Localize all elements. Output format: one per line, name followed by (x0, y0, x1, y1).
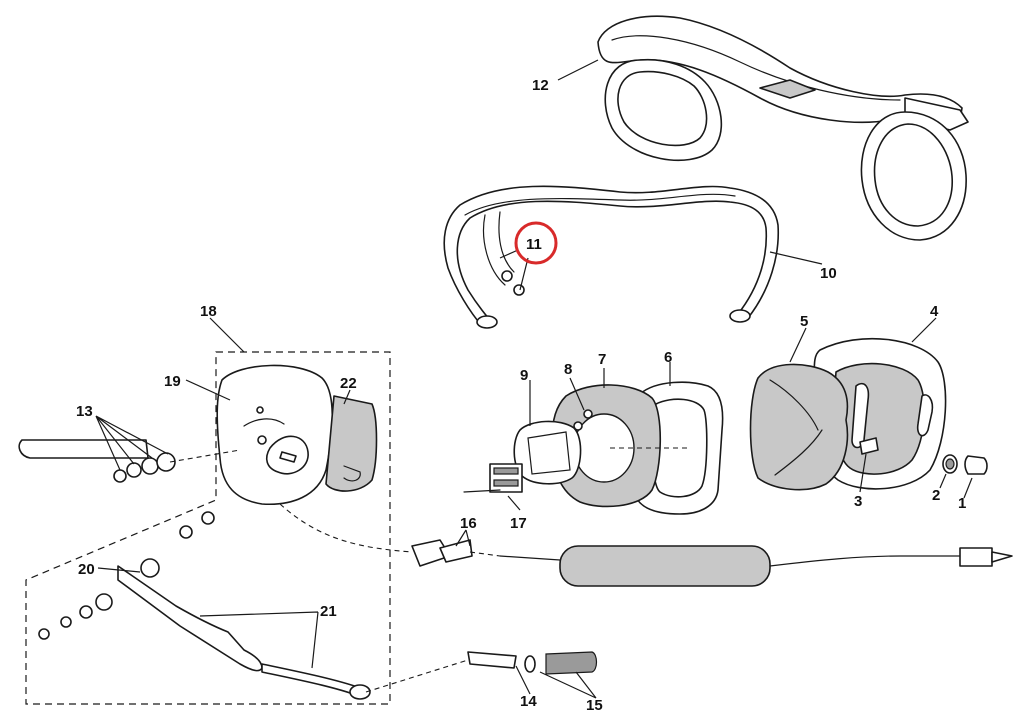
callout-4: 4 (930, 303, 939, 320)
jack-cap (964, 455, 988, 475)
terminal-board (463, 463, 523, 493)
ear-seal (812, 337, 947, 490)
callout-13: 13 (76, 403, 93, 420)
callout-11-highlight-ring (514, 221, 558, 265)
leader-lines (95, 59, 973, 699)
callout-5: 5 (800, 313, 808, 330)
ear-cup-gasket (551, 384, 662, 508)
callout-2: 2 (932, 487, 940, 504)
headband (443, 185, 780, 329)
boom-hardware (38, 511, 215, 640)
callout-15: 15 (586, 697, 603, 714)
ear-cup-cover (325, 395, 378, 492)
callout-18: 18 (200, 303, 217, 320)
callout-21: 21 (320, 603, 337, 620)
assembly-boundary-18 (25, 351, 391, 705)
callout-20: 20 (78, 561, 95, 578)
callout-6: 6 (664, 349, 672, 366)
callout-19: 19 (164, 373, 181, 390)
callout-1: 1 (958, 495, 966, 512)
callout-8: 8 (564, 361, 572, 378)
callout-10: 10 (820, 265, 837, 282)
jack-nut (942, 454, 958, 474)
mic-windscreen (524, 651, 598, 675)
callout-14: 14 (520, 693, 537, 710)
callout-16: 16 (460, 515, 477, 532)
callout-22: 22 (340, 375, 357, 392)
callout-17: 17 (510, 515, 527, 532)
mic-clip (467, 651, 517, 669)
microphone-boom (117, 565, 371, 700)
callout-7: 7 (598, 351, 606, 368)
callout-12: 12 (532, 77, 549, 94)
ear-cushion-insert (749, 363, 849, 491)
coiled-cord (411, 539, 1013, 587)
ear-cup-screw (859, 437, 879, 455)
earcup-shell (216, 364, 334, 506)
callout-9: 9 (520, 367, 528, 384)
callout-11: 11 (526, 236, 542, 253)
callout-3: 3 (854, 493, 862, 510)
head-pad-strap (597, 15, 969, 241)
head-strap-hardware (18, 439, 176, 483)
